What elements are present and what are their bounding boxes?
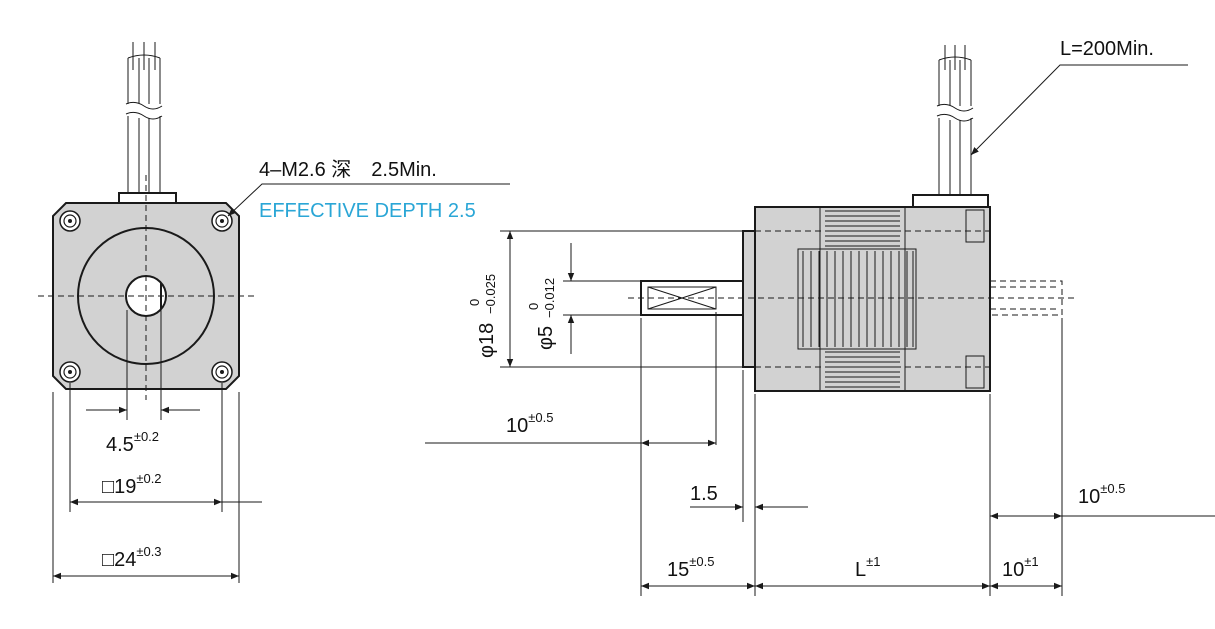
front-lead-wires (118, 42, 177, 204)
dim-shaft-length: 15±0.5 (667, 554, 714, 581)
side-body (754, 206, 991, 392)
svg-text:0: 0 (526, 303, 541, 310)
dim-shaft-diameter: φ5 0 −0.012 (526, 278, 557, 350)
dim-rear-shaft-length: 10±1 (1002, 554, 1039, 581)
lead-length-label: L=200Min. (1060, 38, 1154, 60)
side-lead-wires (912, 45, 989, 208)
svg-text:−0.025: −0.025 (483, 274, 498, 314)
side-view (425, 45, 1215, 596)
dim-hole-pitch: □19±0.2 (102, 471, 162, 498)
dim-pilot-length: 1.5 (690, 483, 718, 505)
dim-offset: 4.5±0.2 (106, 429, 159, 456)
mounting-hole-br (211, 361, 233, 383)
dim-rear-flat-length: 10±0.5 (1078, 481, 1125, 508)
effective-depth-note: EFFECTIVE DEPTH 2.5 (259, 200, 476, 222)
side-pilot (742, 230, 756, 368)
svg-text:φ18: φ18 (476, 323, 498, 358)
dim-flange: □24±0.3 (102, 544, 162, 571)
screw-note: 4–M2.6 深 2.5Min. (259, 158, 437, 181)
svg-text:0: 0 (467, 299, 482, 306)
svg-text:−0.012: −0.012 (542, 278, 557, 318)
mounting-hole-tr (211, 210, 233, 232)
stator-stack (797, 207, 917, 391)
svg-text:φ5: φ5 (535, 326, 557, 350)
dim-body-length: L±1 (855, 554, 881, 581)
dim-flat-length: 10±0.5 (506, 410, 553, 437)
mounting-hole-bl (59, 361, 81, 383)
mounting-hole-tl (59, 210, 81, 232)
dim-pilot-diameter: φ18 0 −0.025 (467, 274, 498, 358)
front-view (38, 42, 510, 583)
